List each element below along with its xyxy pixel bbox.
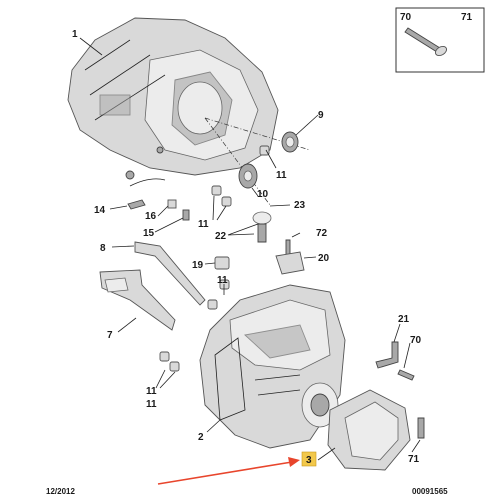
label-3: 3: [306, 455, 312, 466]
small-parts-14-15-16: [127, 178, 190, 221]
label-1: 1: [72, 29, 78, 40]
sensor-part-21: [375, 341, 399, 369]
label-11-d: 11: [146, 386, 157, 397]
label-16: 16: [145, 211, 157, 222]
label-72: 72: [316, 228, 328, 239]
bracket-part-19: [214, 256, 230, 270]
bracket-part-8: [134, 241, 206, 306]
label-71: 71: [408, 454, 420, 465]
sensor-part-20-72: [275, 239, 305, 275]
bolt-part-71: [417, 417, 425, 439]
label-70: 70: [410, 335, 422, 346]
label-2: 2: [198, 432, 204, 443]
label-11-e: 11: [146, 399, 157, 410]
label-10: 10: [257, 189, 269, 200]
label-15: 15: [143, 228, 155, 239]
label-11-a: 11: [276, 170, 287, 181]
footer-date: 12/2012: [46, 487, 75, 496]
label-22: 22: [215, 231, 227, 242]
label-8: 8: [100, 243, 106, 254]
bolt-inset-box: 70 71: [395, 7, 485, 73]
label-11-c: 11: [217, 275, 228, 286]
bolt-part-70: [397, 369, 415, 381]
footer-reference: 00091565: [412, 487, 448, 496]
bushing-parts-11: [159, 145, 270, 372]
seal-part-10: [238, 163, 258, 189]
highlight-arrow: [157, 457, 300, 485]
highlight-badge: [301, 451, 317, 467]
label-21: 21: [398, 314, 410, 325]
label-20: 20: [318, 253, 330, 264]
sensor-part-22-23: [252, 211, 272, 243]
end-cover-part-3: [327, 389, 411, 471]
label-19: 19: [192, 260, 204, 271]
gearbox-casing-part: [199, 284, 346, 449]
clutch-housing-part: [67, 17, 279, 180]
label-14: 14: [94, 205, 106, 216]
label-7: 7: [107, 330, 113, 341]
label-9: 9: [318, 110, 324, 121]
inset-label-70: 70: [400, 12, 412, 23]
label-11-b: 11: [198, 219, 209, 230]
label-23: 23: [294, 200, 306, 211]
bracket-part-7: [99, 269, 176, 331]
inset-label-71: 71: [461, 12, 473, 23]
seal-part-9: [281, 131, 299, 153]
